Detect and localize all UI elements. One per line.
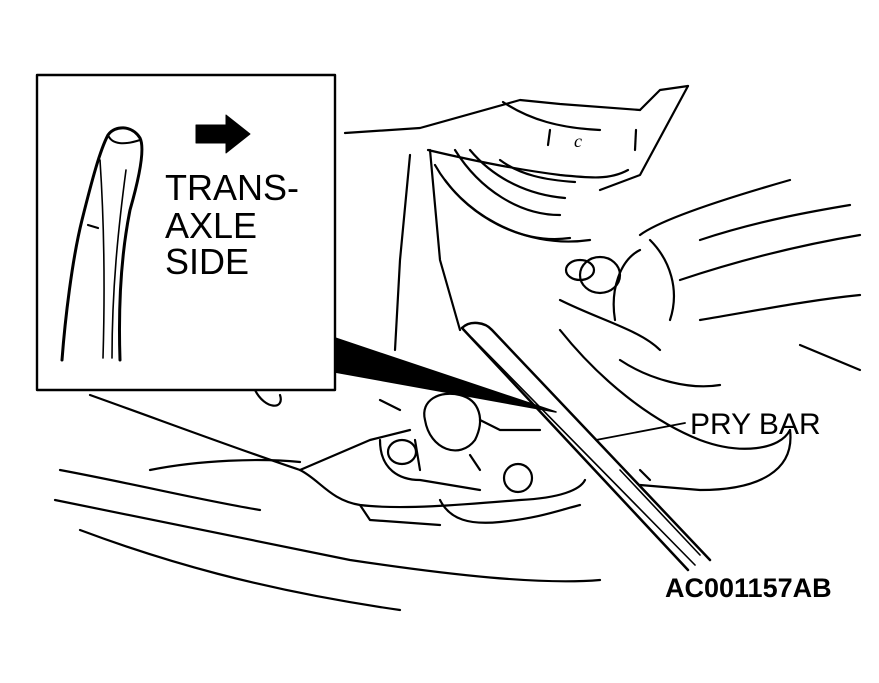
bolt-right (502, 462, 534, 494)
pry-bar-leader (595, 422, 686, 441)
magnification-pointer (334, 337, 557, 413)
pry-bar (460, 321, 712, 572)
bolt-left (386, 438, 418, 466)
inset-label-line-2: AXLE (165, 205, 257, 246)
inset-label-line-3: SIDE (165, 241, 249, 282)
part-letter: c (574, 131, 582, 151)
inset-label-line-1: TRANS- (165, 167, 299, 208)
inset-frame (35, 73, 337, 392)
background-assembly: c (53, 84, 862, 612)
arrow-right-icon (195, 114, 251, 154)
inset-panel: TRANS- AXLE SIDE (35, 73, 337, 392)
pry-bar-label: PRY BAR (690, 408, 821, 441)
pry-bar-tip-detail (60, 126, 144, 362)
figure-code: AC001157AB (665, 573, 832, 603)
bolt-head-upper (578, 255, 622, 295)
washer-left (253, 388, 282, 407)
ball-joint (423, 392, 482, 452)
